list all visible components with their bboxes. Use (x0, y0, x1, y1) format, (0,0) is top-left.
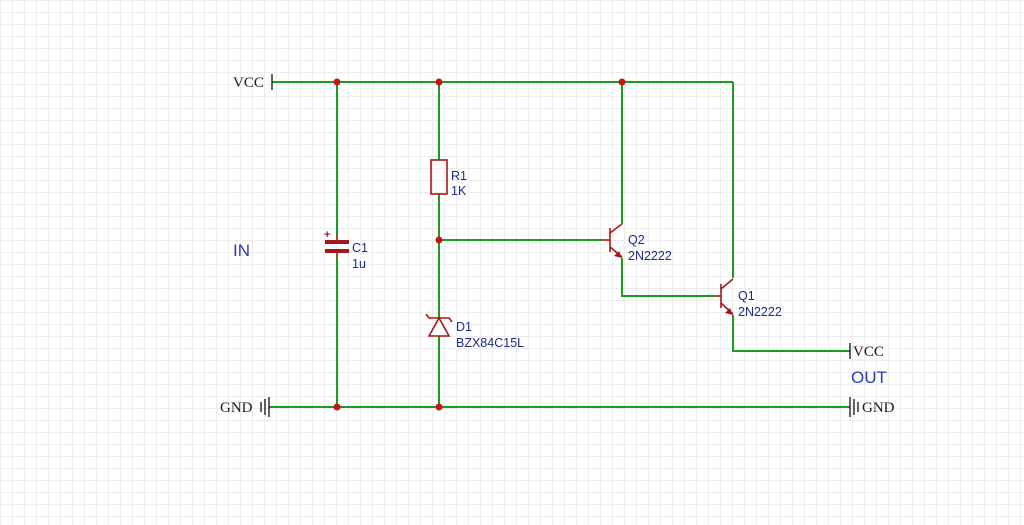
junctions (333, 78, 626, 411)
junction-dot (435, 403, 443, 411)
capacitor-plate-negative (325, 249, 349, 253)
junction-dot (333, 403, 341, 411)
wire-q1-emitter-to-out (732, 315, 850, 352)
input-section-label: IN (233, 241, 250, 260)
junction-dot (435, 236, 443, 244)
gnd-out-label: GND (862, 400, 895, 416)
gnd-in-label: GND (220, 400, 253, 416)
junction-dot (618, 78, 626, 86)
resistor-body (430, 159, 448, 195)
q2-designator: Q2 (628, 233, 645, 247)
vcc-out-port: VCC (849, 343, 884, 360)
junction-dot (435, 78, 443, 86)
transistor-q1: Q1 2N2222 (715, 278, 782, 319)
capacitor-c1: + C1 1u (324, 229, 368, 271)
r1-designator: R1 (451, 169, 467, 183)
wires (272, 81, 850, 408)
junction-dot (333, 78, 341, 86)
d1-value: BZX84C15L (456, 336, 524, 350)
q2-value: 2N2222 (628, 249, 672, 263)
capacitor-polarity-mark: + (324, 229, 330, 241)
vcc-in-label: VCC (233, 75, 264, 91)
output-section-label: OUT (851, 368, 887, 387)
wire-q2-emitter-to-q1-base (621, 258, 715, 297)
vcc-out-label: VCC (853, 344, 884, 360)
q1-designator: Q1 (738, 289, 755, 303)
resistor-r1: R1 1K (430, 159, 467, 198)
d1-designator: D1 (456, 320, 472, 334)
zener-diode-d1: D1 BZX84C15L (425, 313, 524, 350)
diode-triangle (427, 316, 451, 337)
c1-value: 1u (352, 257, 366, 271)
gnd-in-port: GND (220, 397, 272, 417)
r1-value: 1K (451, 184, 467, 198)
capacitor-plate-positive (325, 240, 349, 244)
vcc-in-port: VCC (233, 74, 273, 91)
emitter-arrow (725, 308, 733, 315)
zener-cathode-bar (425, 313, 453, 323)
transistor-q2: Q2 2N2222 (602, 223, 672, 263)
c1-designator: C1 (352, 241, 368, 255)
emitter-arrow (614, 251, 622, 258)
q1-value: 2N2222 (738, 305, 782, 319)
gnd-out-port: GND (849, 397, 895, 417)
